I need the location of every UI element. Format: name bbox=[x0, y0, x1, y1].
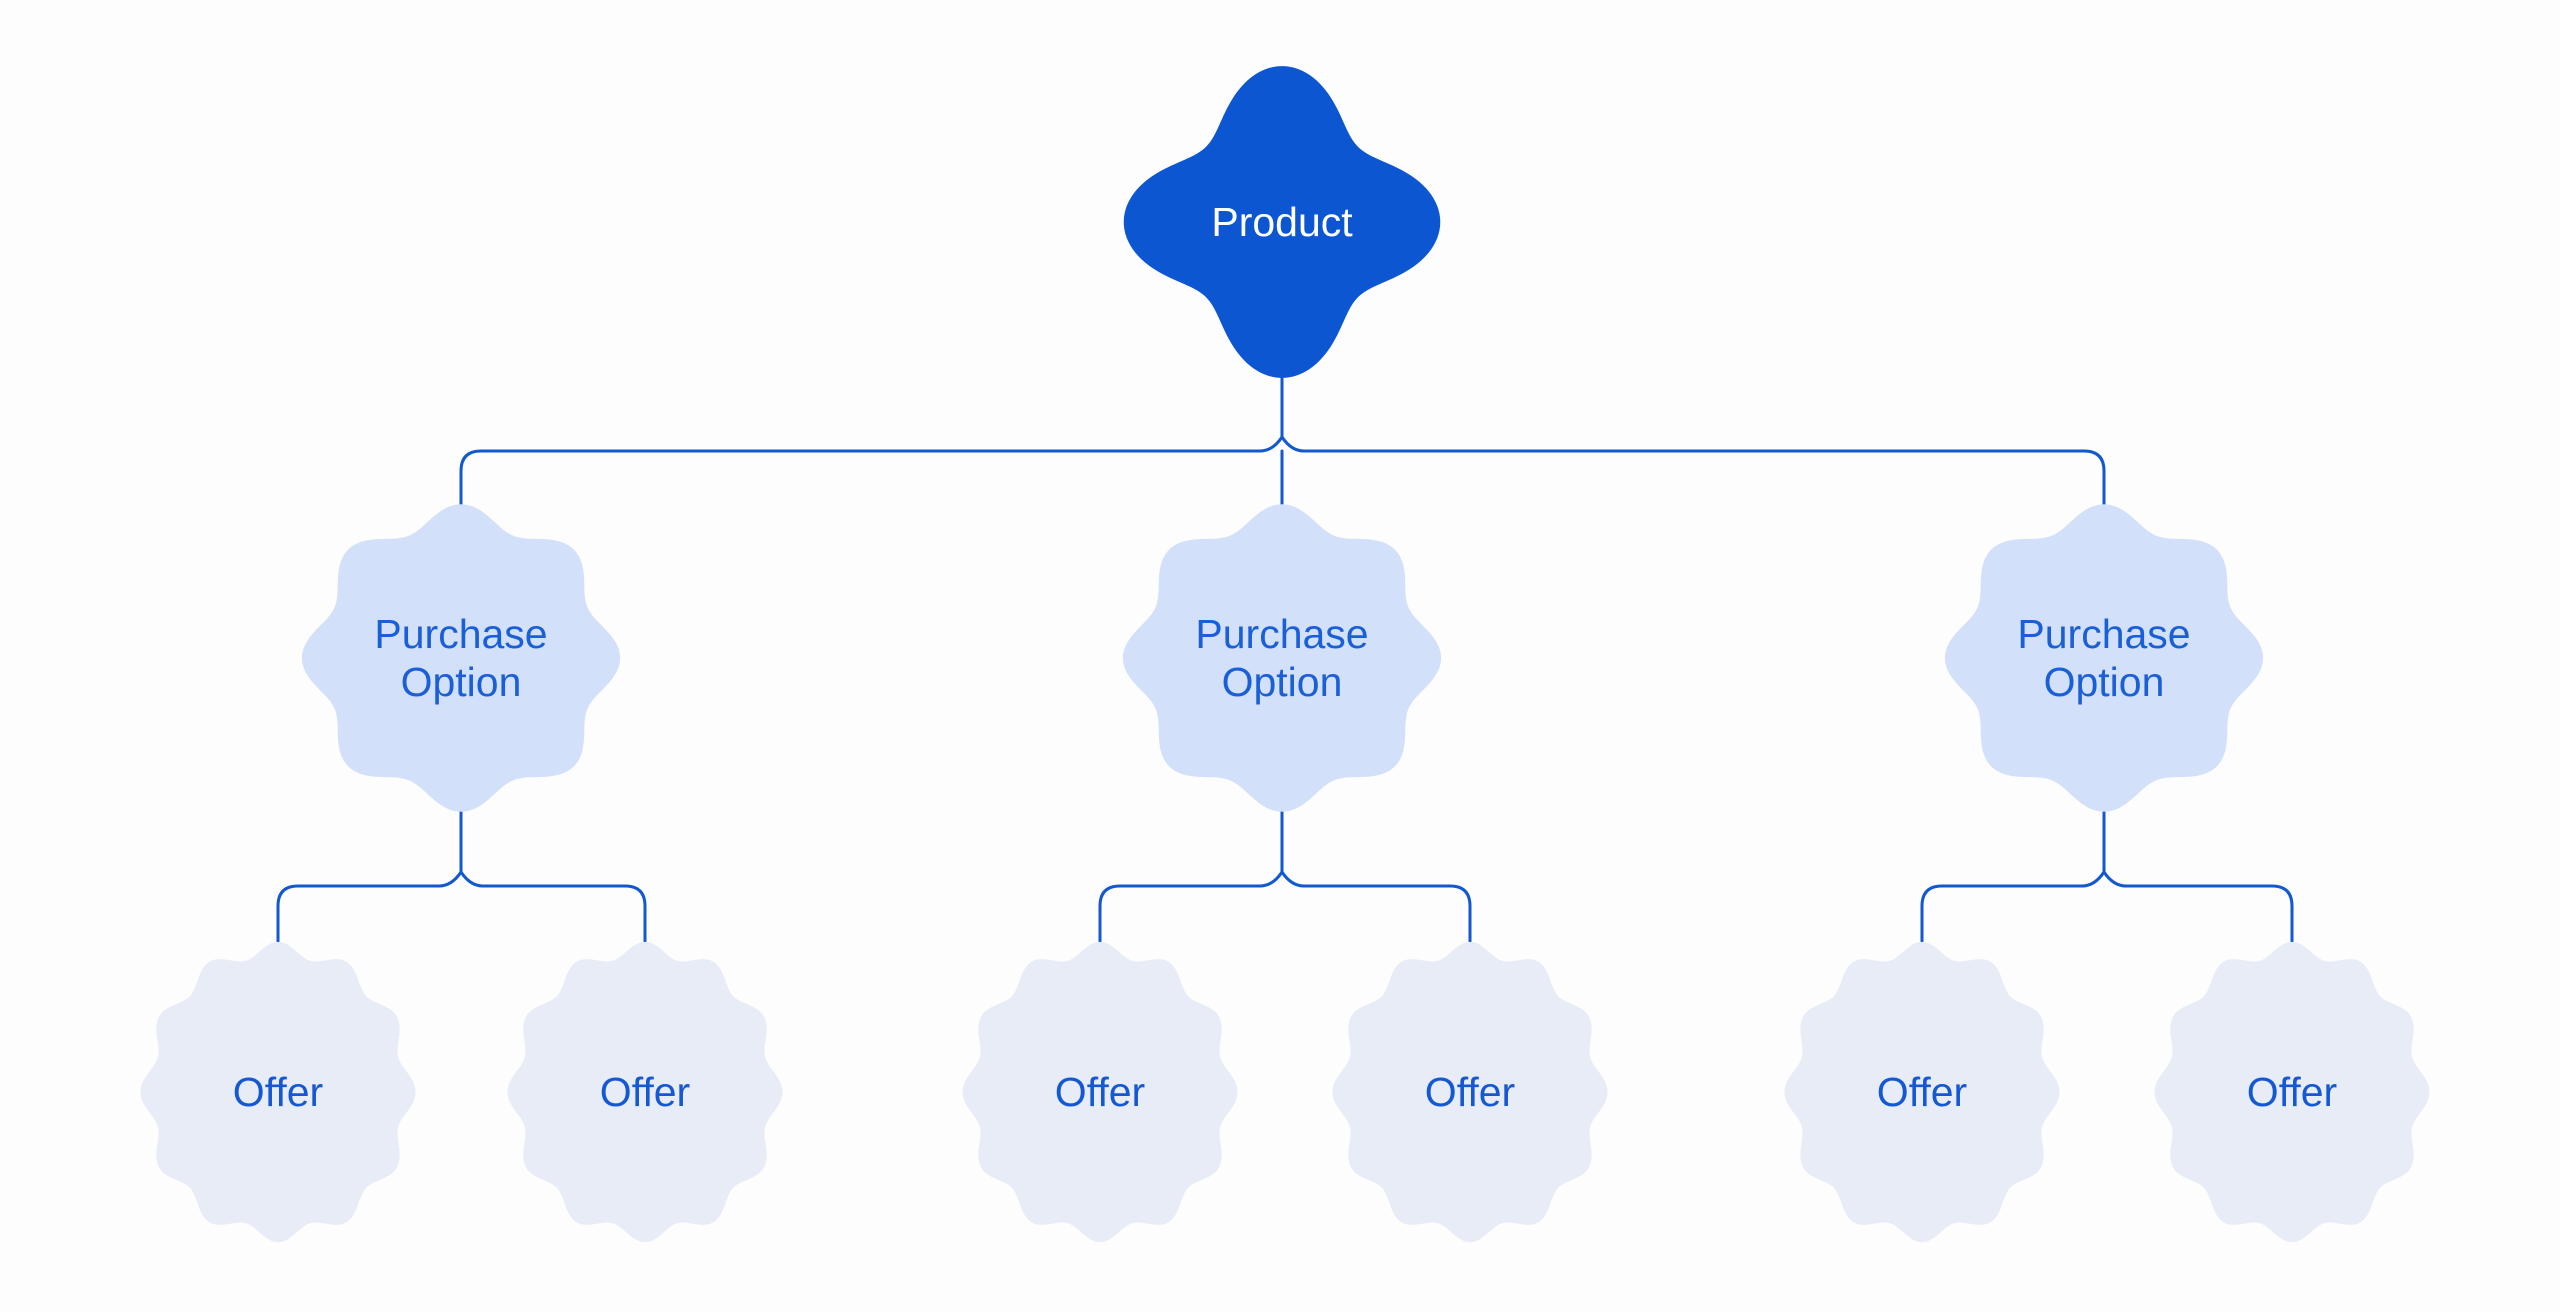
connector-purchase-option-3-to-offers bbox=[1920, 798, 2294, 954]
node-offer-1[interactable] bbox=[140, 941, 416, 1243]
connector-purchase-option-1-to-offers bbox=[276, 798, 647, 954]
node-purchase-option-1[interactable] bbox=[301, 504, 621, 812]
node-offer-5[interactable] bbox=[1784, 941, 2060, 1243]
connector-bus bbox=[1098, 869, 1472, 954]
node-offer-6[interactable] bbox=[2154, 941, 2430, 1243]
node-purchase-option-2[interactable] bbox=[1122, 504, 1442, 812]
node-offer-2[interactable] bbox=[507, 941, 783, 1243]
connector-bus bbox=[276, 869, 647, 954]
node-offer-3[interactable] bbox=[962, 941, 1238, 1243]
node-purchase-option-3[interactable] bbox=[1944, 504, 2264, 812]
connector-bus bbox=[459, 434, 2106, 520]
node-offer-4[interactable] bbox=[1332, 941, 1608, 1243]
connector-purchase-option-2-to-offers bbox=[1098, 798, 1472, 954]
connectors-layer bbox=[276, 350, 2294, 954]
nodes-layer bbox=[140, 66, 2430, 1243]
node-product[interactable] bbox=[1123, 66, 1441, 378]
connector-bus bbox=[1920, 869, 2294, 954]
